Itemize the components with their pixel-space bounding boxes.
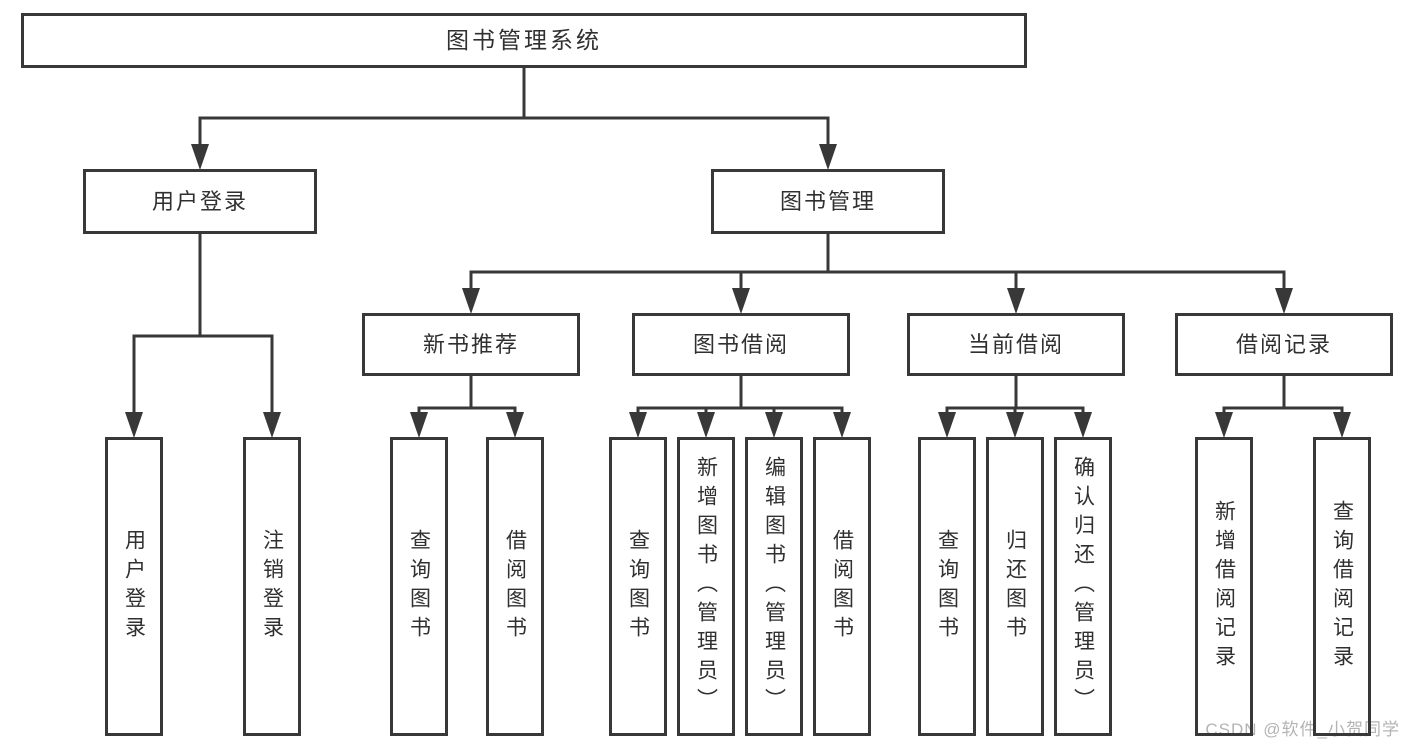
node-new-book-recommendation: 新书推荐 xyxy=(362,313,580,376)
node-label: 查询借阅记录 xyxy=(1330,499,1354,674)
node-label: 图书管理系统 xyxy=(446,27,602,53)
node-label: 借阅记录 xyxy=(1235,331,1332,357)
node-borrowing-records: 借阅记录 xyxy=(1175,313,1393,376)
node-label: 新书推荐 xyxy=(422,331,519,357)
node-label: 查询图书 xyxy=(407,528,431,645)
leaf-user-login: 用户登录 xyxy=(105,437,163,736)
node-current-borrowing: 当前借阅 xyxy=(907,313,1125,376)
connector-root xyxy=(198,68,830,146)
csdn-watermark: CSDN @软件_小贺同学 xyxy=(1205,720,1400,739)
leaf-current-confirm-return-admin: 确认归还（管理员） xyxy=(1054,437,1112,736)
node-label: 查询图书 xyxy=(935,528,959,645)
connector-user-login xyxy=(132,234,274,414)
node-label: 图书管理 xyxy=(779,188,876,214)
leaf-logout: 注销登录 xyxy=(243,437,301,736)
node-label: 新增借阅记录 xyxy=(1212,499,1236,674)
node-label: 用户登录 xyxy=(122,528,146,645)
node-library-system: 图书管理系统 xyxy=(21,13,1027,68)
leaf-records-query-record: 查询借阅记录 xyxy=(1313,437,1371,736)
leaf-borrow-edit-books-admin: 编辑图书（管理员） xyxy=(745,437,803,736)
leaf-borrow-query-books: 查询图书 xyxy=(609,437,667,736)
node-label: 确认归还（管理员） xyxy=(1071,456,1095,717)
leaf-borrow-borrow-books: 借阅图书 xyxy=(813,437,871,736)
arrowheads xyxy=(125,144,1351,438)
leaf-borrow-add-books-admin: 新增图书（管理员） xyxy=(677,437,735,736)
node-label: 归还图书 xyxy=(1003,528,1027,645)
leaf-current-query-books: 查询图书 xyxy=(918,437,976,736)
node-label: 用户登录 xyxy=(151,188,248,214)
node-label: 注销登录 xyxy=(260,528,284,645)
node-label: 查询图书 xyxy=(626,528,650,645)
node-book-management: 图书管理 xyxy=(711,169,945,234)
connector-new-book-recommendation xyxy=(417,376,517,414)
node-label: 借阅图书 xyxy=(503,528,527,645)
node-label: 新增图书（管理员） xyxy=(694,456,718,717)
connector-borrowing-records xyxy=(1222,376,1344,414)
node-book-borrowing: 图书借阅 xyxy=(632,313,850,376)
node-user-login: 用户登录 xyxy=(83,169,317,234)
connector-book-borrowing xyxy=(636,376,844,414)
leaf-records-add-record: 新增借阅记录 xyxy=(1195,437,1253,736)
node-label: 图书借阅 xyxy=(692,331,789,357)
node-label: 借阅图书 xyxy=(830,528,854,645)
connector-current-borrowing xyxy=(945,376,1085,414)
connector-book-management xyxy=(469,234,1286,290)
node-label: 编辑图书（管理员） xyxy=(762,456,786,717)
leaf-recommend-borrow-books: 借阅图书 xyxy=(486,437,544,736)
node-label: 当前借阅 xyxy=(967,331,1064,357)
leaf-recommend-query-books: 查询图书 xyxy=(390,437,448,736)
leaf-current-return-books: 归还图书 xyxy=(986,437,1044,736)
